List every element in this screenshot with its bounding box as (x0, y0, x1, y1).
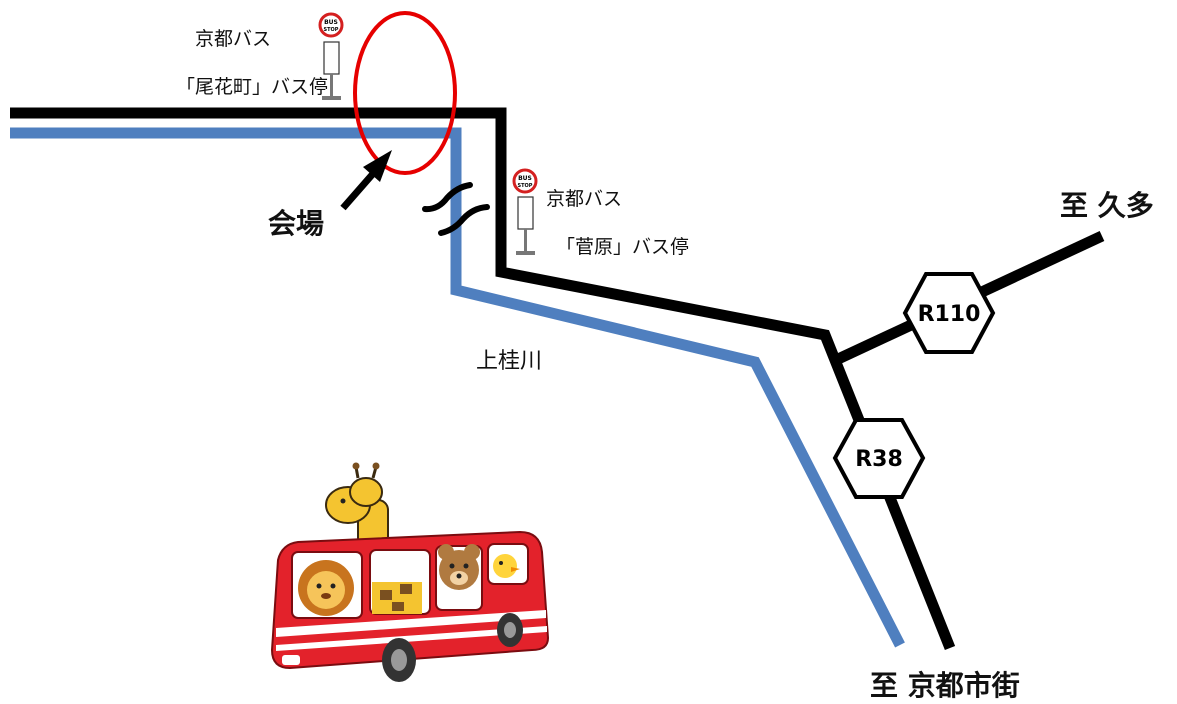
stop-sugahara-name: 「菅原」バス停 (556, 236, 690, 258)
bus-stop-sign-text: BUS (518, 175, 532, 182)
venue-arrow-icon (340, 150, 392, 211)
route-shield-r110: R110 (902, 272, 996, 354)
bus-stop-icon-sugahara: BUS STOP (512, 168, 538, 255)
stop-sugahara-company: 京都バス (546, 188, 623, 210)
venue-label: 会場 (268, 207, 325, 240)
route-label-r38: R38 (855, 447, 903, 472)
stop-obanacho-company: 京都バス (195, 28, 272, 50)
river-label: 上桂川 (476, 349, 543, 374)
bus-stop-icon-obanacho: BUS STOP (318, 12, 344, 100)
route-shield-r38: R38 (832, 418, 926, 499)
bus-stop-sign-text: BUS (324, 19, 338, 26)
venue-circle (353, 11, 457, 175)
route-label-r110: R110 (918, 302, 981, 327)
river-kamikatsura (10, 127, 905, 648)
destination-kuta: 至 久多 (1060, 189, 1154, 222)
destination-kyoto-city: 至 京都市街 (870, 669, 1020, 702)
bus-stop-sign-text: STOP (324, 27, 339, 33)
bridge-symbol (422, 182, 490, 236)
stop-obanacho-name: 「尾花町」バス停 (176, 76, 329, 98)
cartoon-bus-illustration (270, 462, 550, 682)
bus-stop-sign-text: STOP (518, 183, 533, 189)
